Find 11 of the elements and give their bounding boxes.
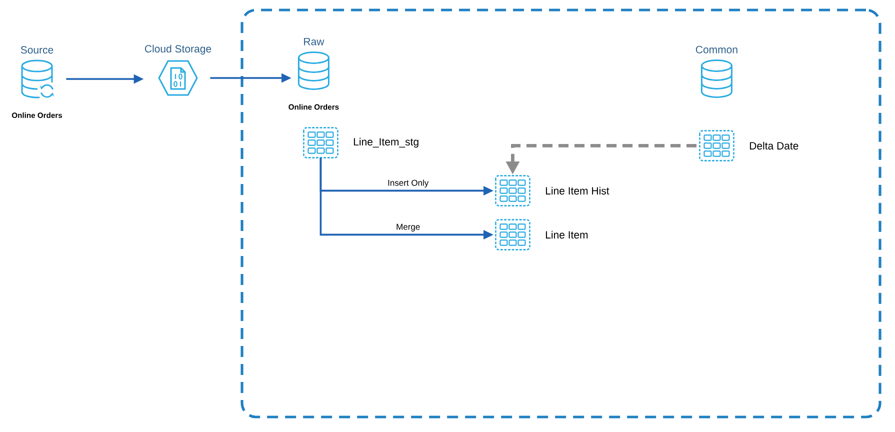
table-name: Delta Date (750, 142, 798, 150)
table-name: Line Item Hist (546, 186, 610, 195)
node-title: Cloud Storage (144, 44, 212, 55)
edge-label: Insert Only (386, 178, 430, 188)
node-title: Raw (304, 38, 324, 46)
edge-label: Merge (395, 222, 422, 232)
table-name: Line_Item_stg (354, 138, 418, 148)
node-title: Source (20, 46, 54, 54)
dashed-frame (240, 8, 882, 418)
table-name: Line Item (546, 230, 588, 239)
node-title: Common (696, 46, 738, 54)
